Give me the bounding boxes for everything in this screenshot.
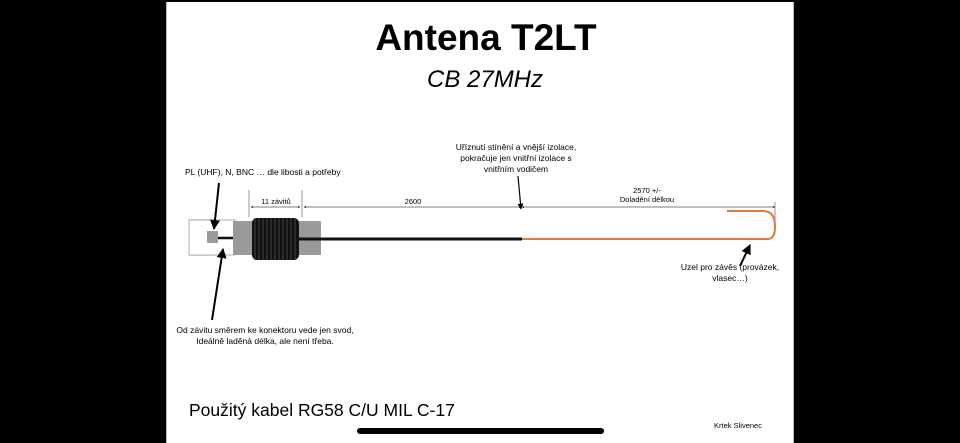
cut-shield-arrow — [517, 175, 524, 210]
antenna-diagram: Antena T2LT CB 27MHz PL (UHF), N, BNC … … — [176, 17, 779, 430]
coax-length-label: 2600 — [405, 197, 422, 206]
cut-shield-note-line-1: Uříznutí stínění a vnější izolace, — [456, 142, 576, 152]
radiator-tuning-label: Doladění délkou — [620, 195, 674, 204]
cable-note: Použitý kabel RG58 C/U MIL C-17 — [189, 400, 455, 420]
feed-note-line-2: Ideálně laděná délka, ale není třeba. — [196, 336, 334, 346]
feed-note-line-1: Od závitu směrem ke konektoru vede jen s… — [176, 325, 353, 335]
feed-arrow — [211, 248, 227, 321]
cut-shield-note-line-3: vnitřním vodičem — [484, 164, 548, 174]
knot-note-line-2: vlasec…) — [712, 273, 748, 283]
diagram-sheet: Antena T2LT CB 27MHz PL (UHF), N, BNC … … — [166, 2, 794, 443]
radiator-loop — [727, 210, 777, 240]
coil-dimension: 11 závitů — [248, 190, 303, 217]
knot-arrow — [739, 244, 751, 267]
home-indicator[interactable] — [357, 428, 604, 434]
antenna — [188, 210, 777, 260]
cut-shield-note-line-2: pokračuje jen vnitřní izolace s — [460, 153, 572, 163]
coax-dimension: 2600 — [303, 197, 522, 208]
page-title: Antena T2LT — [375, 17, 597, 58]
page-subtitle: CB 27MHz — [427, 66, 543, 93]
connector-icon — [207, 231, 218, 243]
knot-note-line-1: Uzel pro závěs (provázek, — [681, 262, 779, 272]
connector-note: PL (UHF), N, BNC … dle libosti a potřeby — [185, 167, 341, 177]
coil-turns-label: 11 závitů — [261, 197, 290, 206]
coil-icon — [252, 218, 299, 260]
connector-arrow — [210, 182, 220, 230]
author-label: Krtek Slivenec — [714, 421, 762, 430]
radiator-length-label: 2570 +/- — [633, 186, 661, 195]
